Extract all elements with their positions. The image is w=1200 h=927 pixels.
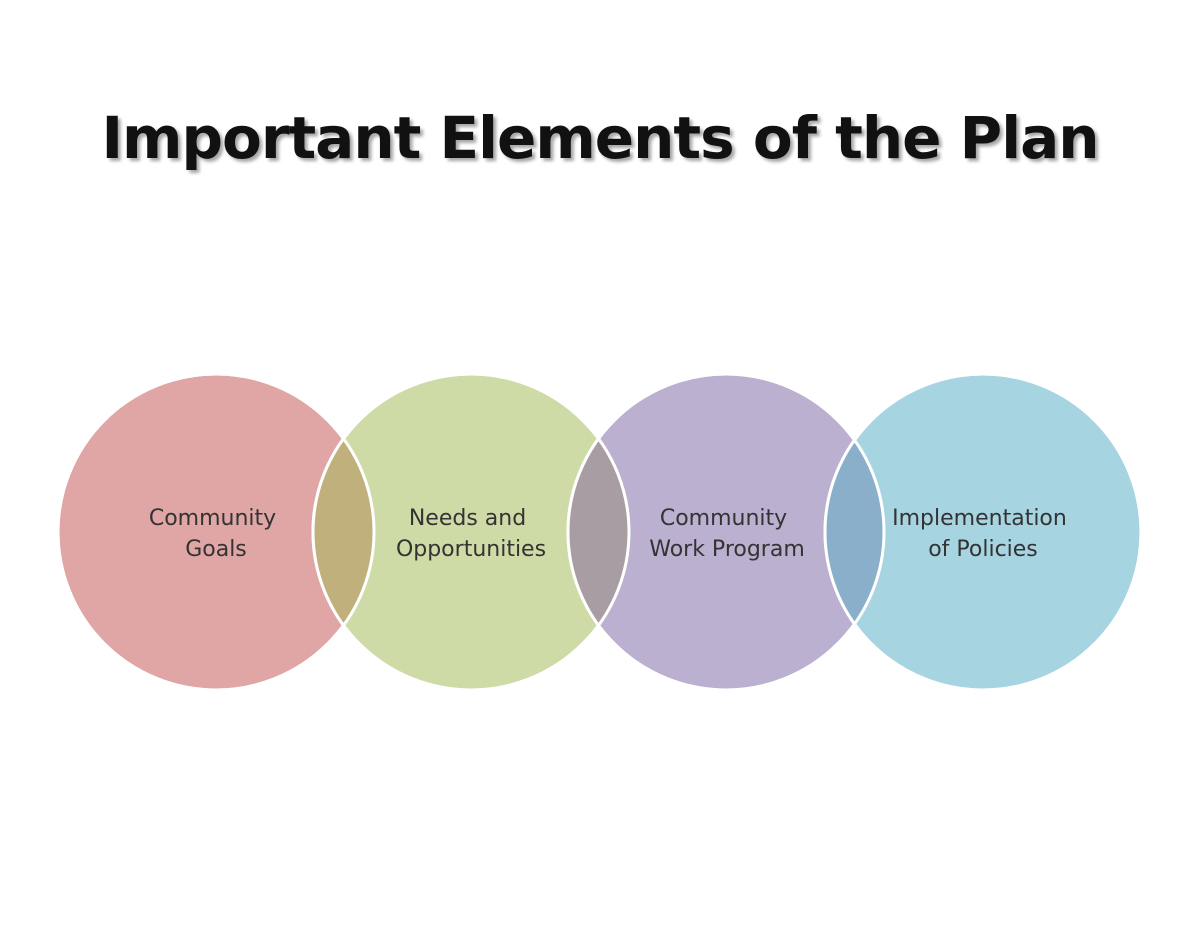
label-needs-opportunities: Needs and Opportunities: [396, 506, 546, 562]
label-community-goals: Community Goals: [149, 506, 283, 562]
slide-title: Important Elements of the Plan: [101, 104, 1099, 172]
label-implementation-policies: Implementation of Policies: [892, 506, 1074, 562]
label-community-work-program: Community Work Program: [649, 506, 805, 562]
